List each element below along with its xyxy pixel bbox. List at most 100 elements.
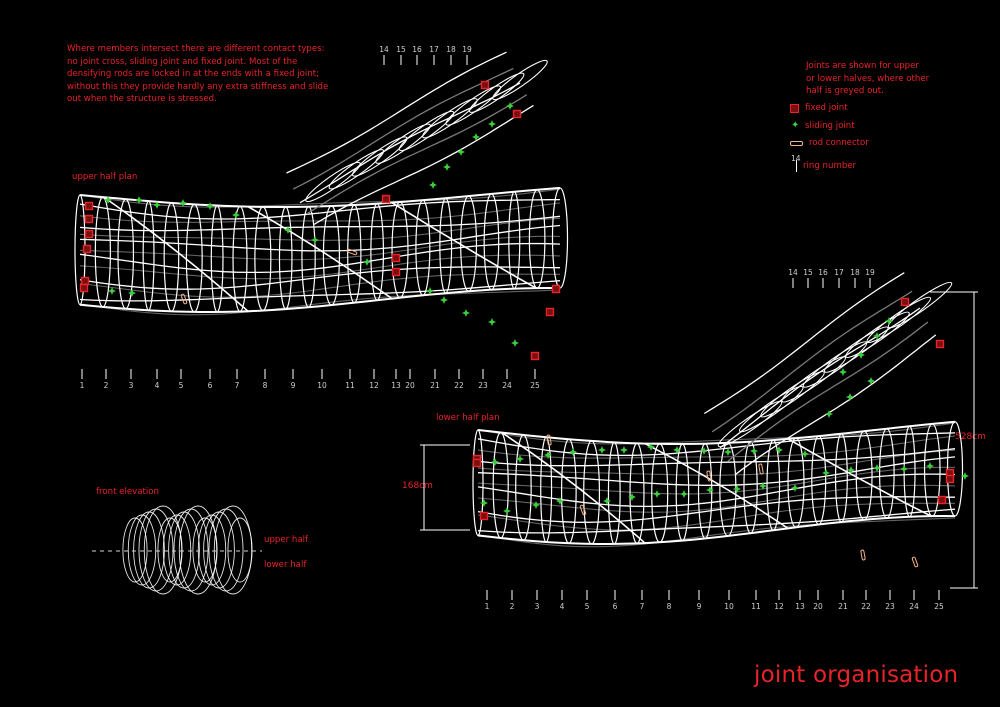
fixed-joint-icon — [790, 103, 799, 113]
ring-number: 12 — [369, 381, 379, 390]
fixed-joint-icon — [84, 229, 94, 239]
sliding-joint-icon — [706, 486, 714, 494]
rod-connector-icon — [579, 504, 587, 516]
greyed-strand — [477, 484, 956, 513]
sliding-joint-icon — [873, 332, 881, 340]
sliding-joint-icon — [961, 472, 969, 480]
ring-number: 15 — [803, 268, 813, 277]
greyed-strand — [79, 217, 561, 241]
ring-hoop — [540, 436, 553, 543]
ring-hoop — [629, 442, 645, 544]
ring-hoop — [855, 430, 873, 521]
sliding-joint-icon — [673, 446, 681, 454]
longitudinal-rod — [477, 432, 956, 457]
ring-hoop — [879, 428, 895, 519]
ring-hoop — [301, 206, 316, 308]
ring-hoop — [460, 195, 478, 292]
fixed-joint-icon — [479, 511, 489, 521]
branch-rod — [703, 272, 905, 415]
ring-number: 9 — [697, 602, 702, 611]
ring-number: 5 — [585, 602, 590, 611]
ring-hoop — [483, 193, 500, 291]
ring-number: 14 — [788, 268, 798, 277]
sliding-joint-icon — [179, 199, 187, 207]
fixed-joint-icon — [512, 109, 522, 119]
intro-line: Where members intersect there are differ… — [67, 44, 325, 54]
legend-ring-sample: 14 — [791, 154, 801, 163]
sliding-joint-icon — [457, 148, 465, 156]
sliding-joint-icon — [847, 466, 855, 474]
sliding-joint-icon — [759, 482, 767, 490]
ring-number: 25 — [934, 602, 944, 611]
ring-number: 9 — [291, 381, 296, 390]
sliding-joint-icon — [128, 289, 136, 297]
ring-hoop — [607, 441, 621, 545]
ring-number: 25 — [530, 381, 540, 390]
sliding-joint-icon — [440, 296, 448, 304]
fixed-joint-icon — [79, 283, 89, 293]
ring-hoop — [923, 423, 941, 517]
elevation-ring — [213, 505, 253, 595]
ring-hoop — [834, 433, 848, 523]
sliding-joint-icon — [653, 490, 661, 498]
branch-ring — [845, 311, 910, 358]
branch-rod — [727, 321, 929, 462]
sliding-joint-icon — [232, 211, 240, 219]
ring-number: 24 — [502, 381, 512, 390]
ring-hoop — [142, 200, 155, 311]
longitudinal-rod — [79, 215, 561, 232]
fixed-joint-icon — [480, 80, 490, 90]
fixed-joint-icon — [935, 339, 945, 349]
rod-connector-icon — [180, 293, 188, 305]
sliding-joint-icon — [429, 181, 437, 189]
branch-ring — [802, 341, 868, 388]
branch-ring — [305, 161, 361, 203]
ring-hoop — [94, 196, 111, 308]
sliding-joint-icon — [733, 485, 741, 493]
ring-hoop — [370, 203, 385, 301]
ring-number: 2 — [510, 602, 515, 611]
sliding-joint-icon — [503, 507, 511, 515]
ring-number: 22 — [454, 381, 464, 390]
greyed-strand — [477, 435, 956, 459]
length-dimension: 528cm — [955, 432, 986, 442]
ring-number: 1 — [485, 602, 490, 611]
diagonal-rod — [247, 205, 393, 300]
ring-hoop — [811, 435, 827, 526]
ring-hoop — [675, 443, 690, 542]
ring-hoop — [492, 431, 509, 539]
sliding-joint-icon — [153, 201, 161, 209]
sliding-joint-icon — [104, 196, 112, 204]
elevation-ring — [133, 511, 165, 589]
ring-number: 10 — [317, 381, 327, 390]
sliding-joint-icon — [480, 499, 488, 507]
ring-hoop — [439, 197, 453, 294]
rod-connector-icon — [706, 470, 712, 482]
sliding-joint-icon — [700, 447, 708, 455]
ring-number: 23 — [885, 602, 895, 611]
elevation-ring — [157, 517, 183, 583]
sliding-joint-icon — [556, 497, 564, 505]
greyed-strand — [477, 517, 956, 548]
lower-plan-label: lower half plan — [436, 413, 500, 423]
ring-hoop — [787, 437, 805, 528]
ring-number: 6 — [208, 381, 213, 390]
sliding-joint-icon — [900, 465, 908, 473]
greyed-strand — [79, 235, 561, 261]
ring-number: 20 — [813, 602, 823, 611]
fixed-joint-icon — [80, 276, 90, 286]
ring-hoop — [278, 206, 293, 310]
diagonal-rod — [787, 438, 932, 517]
greyed-strand — [79, 273, 560, 298]
ring-hoop — [508, 191, 521, 290]
intro-line: out when the structure is stressed. — [67, 94, 217, 104]
sliding-joint-icon — [750, 447, 758, 455]
ring-hoop — [766, 439, 781, 531]
branch-rod — [299, 82, 521, 204]
page-title: joint organisation — [754, 662, 959, 688]
ring-hoop — [743, 441, 758, 534]
ring-number: 16 — [818, 268, 828, 277]
legend-intro-line: or lower halves, where other — [806, 73, 930, 84]
branch-ring — [492, 59, 548, 101]
